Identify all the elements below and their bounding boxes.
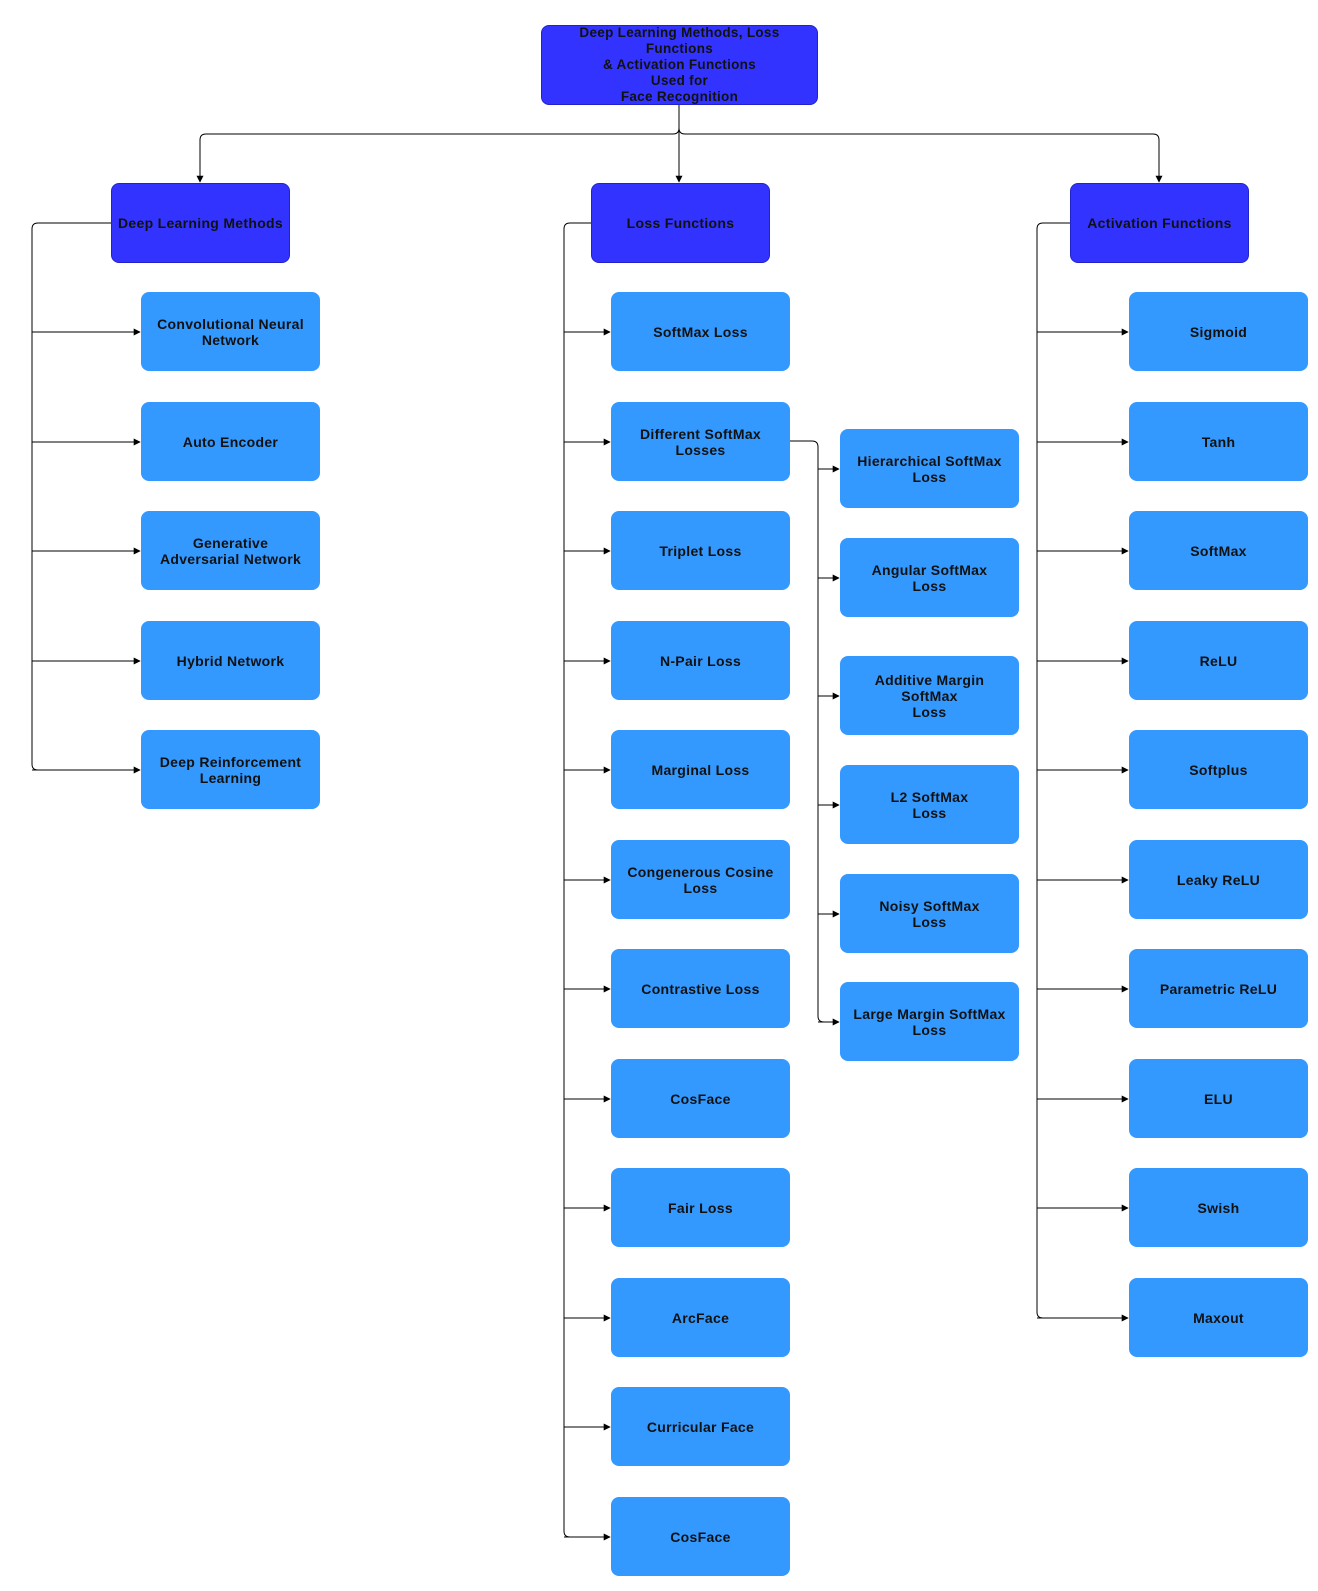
- node-label: Triplet Loss: [659, 542, 742, 559]
- node-label: Congenerous Cosine Loss: [627, 863, 774, 896]
- leaf-node[interactable]: Fair Loss: [611, 1168, 790, 1247]
- leaf-node[interactable]: SoftMax Loss: [611, 292, 790, 371]
- node-label: Maxout: [1193, 1309, 1244, 1326]
- leaf-node[interactable]: CosFace: [611, 1497, 790, 1576]
- connector-trunk: [563, 222, 591, 1538]
- connector-root-dl: [196, 105, 680, 183]
- leaf-node[interactable]: CosFace: [611, 1059, 790, 1138]
- leaf-node[interactable]: N-Pair Loss: [611, 621, 790, 700]
- leaf-node[interactable]: Tanh: [1129, 402, 1308, 481]
- connector-trunk: [31, 222, 111, 771]
- category-label: Loss Functions: [626, 215, 735, 231]
- connector-sub-trunk: [790, 440, 825, 1023]
- root-label: Deep Learning Methods, Loss Functions & …: [579, 25, 780, 104]
- leaf-node[interactable]: Swish: [1129, 1168, 1308, 1247]
- sub-leaf-node[interactable]: Hierarchical SoftMax Loss: [840, 429, 1019, 508]
- leaf-node[interactable]: ReLU: [1129, 621, 1308, 700]
- leaf-node[interactable]: Generative Adversarial Network: [141, 511, 320, 590]
- node-label: ELU: [1204, 1090, 1233, 1107]
- sub-leaf-node[interactable]: L2 SoftMax Loss: [840, 765, 1019, 844]
- leaf-node[interactable]: Leaky ReLU: [1129, 840, 1308, 919]
- node-label: N-Pair Loss: [659, 652, 742, 669]
- node-label: ArcFace: [671, 1309, 730, 1326]
- leaf-node[interactable]: Parametric ReLU: [1129, 949, 1308, 1028]
- sub-leaf-node[interactable]: Additive Margin SoftMax Loss: [840, 656, 1019, 735]
- leaf-node[interactable]: Convolutional Neural Network: [141, 292, 320, 371]
- category-deep-learning-methods[interactable]: Deep Learning Methods: [111, 183, 290, 263]
- node-label: Tanh: [1201, 433, 1236, 450]
- node-label: Hierarchical SoftMax Loss: [857, 452, 1002, 485]
- leaf-node[interactable]: Curricular Face: [611, 1387, 790, 1466]
- node-label: Marginal Loss: [651, 761, 750, 778]
- category-label: Deep Learning Methods: [118, 215, 283, 231]
- leaf-node[interactable]: Auto Encoder: [141, 402, 320, 481]
- leaf-node[interactable]: Congenerous Cosine Loss: [611, 840, 790, 919]
- node-label: Deep Reinforcement Learning: [159, 753, 302, 786]
- node-label: Convolutional Neural Network: [157, 315, 304, 348]
- leaf-node[interactable]: SoftMax: [1129, 511, 1308, 590]
- sub-leaf-node[interactable]: Large Margin SoftMax Loss: [840, 982, 1019, 1061]
- node-label: CosFace: [670, 1090, 731, 1107]
- category-activation-functions[interactable]: Activation Functions: [1070, 183, 1249, 263]
- leaf-node[interactable]: Contrastive Loss: [611, 949, 790, 1028]
- leaf-node[interactable]: Softplus: [1129, 730, 1308, 809]
- node-label: Swish: [1197, 1199, 1240, 1216]
- connector-trunk: [1036, 222, 1070, 1319]
- category-loss-functions[interactable]: Loss Functions: [591, 183, 770, 263]
- leaf-node[interactable]: ArcFace: [611, 1278, 790, 1357]
- leaf-node[interactable]: Triplet Loss: [611, 511, 790, 590]
- node-label: Curricular Face: [646, 1418, 755, 1435]
- node-label: Sigmoid: [1189, 323, 1248, 340]
- leaf-node[interactable]: Deep Reinforcement Learning: [141, 730, 320, 809]
- leaf-node[interactable]: Maxout: [1129, 1278, 1308, 1357]
- leaf-node[interactable]: Different SoftMax Losses: [611, 402, 790, 481]
- node-label: Different SoftMax Losses: [640, 425, 761, 458]
- leaf-node[interactable]: ELU: [1129, 1059, 1308, 1138]
- node-label: Softplus: [1189, 761, 1248, 778]
- node-label: SoftMax Loss: [653, 323, 748, 340]
- node-label: Angular SoftMax Loss: [871, 561, 988, 594]
- node-label: Fair Loss: [668, 1199, 733, 1216]
- node-label: CosFace: [670, 1528, 731, 1545]
- node-label: Hybrid Network: [176, 652, 285, 669]
- connector-root-af: [678, 127, 1163, 183]
- leaf-node[interactable]: Marginal Loss: [611, 730, 790, 809]
- leaf-node[interactable]: Hybrid Network: [141, 621, 320, 700]
- node-label: Large Margin SoftMax Loss: [853, 1005, 1006, 1038]
- node-label: L2 SoftMax Loss: [890, 788, 969, 821]
- node-label: Auto Encoder: [182, 433, 279, 450]
- root-node[interactable]: Deep Learning Methods, Loss Functions & …: [541, 25, 818, 105]
- node-label: Leaky ReLU: [1176, 871, 1261, 888]
- node-label: ReLU: [1199, 652, 1238, 669]
- node-label: SoftMax: [1190, 542, 1247, 559]
- sub-leaf-node[interactable]: Angular SoftMax Loss: [840, 538, 1019, 617]
- leaf-node[interactable]: Sigmoid: [1129, 292, 1308, 371]
- category-label: Activation Functions: [1087, 215, 1232, 231]
- sub-leaf-node[interactable]: Noisy SoftMax Loss: [840, 874, 1019, 953]
- node-label: Additive Margin SoftMax Loss: [874, 671, 985, 720]
- node-label: Generative Adversarial Network: [159, 534, 302, 567]
- node-label: Parametric ReLU: [1159, 980, 1278, 997]
- node-label: Contrastive Loss: [641, 980, 760, 997]
- node-label: Noisy SoftMax Loss: [879, 897, 980, 930]
